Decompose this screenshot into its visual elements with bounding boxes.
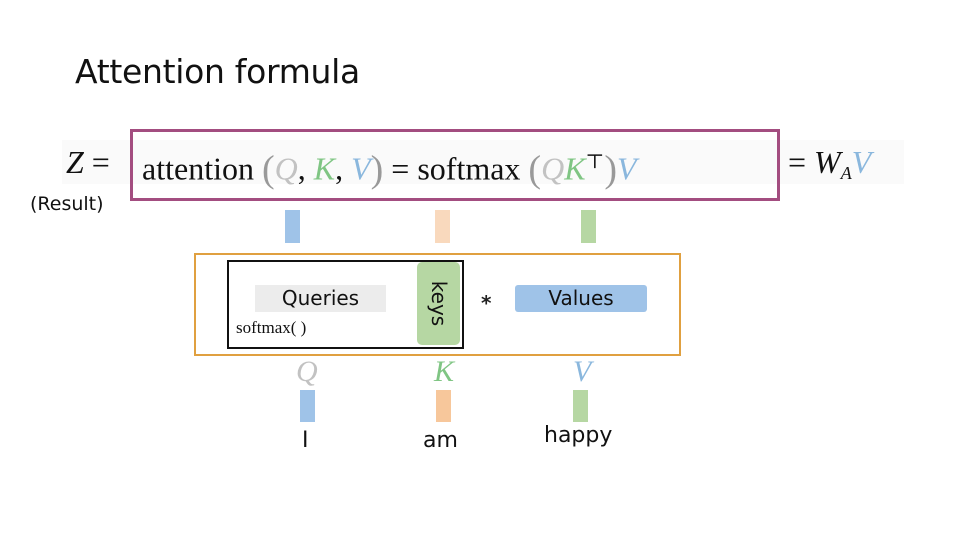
attention-formula: attention (Q, K, V) = softmax (QK⊤)V: [142, 148, 637, 191]
z-symbol: Z: [66, 144, 84, 180]
word-am: am: [423, 428, 458, 453]
k-letter: K: [434, 355, 455, 388]
keys-label: keys: [427, 280, 451, 327]
softmax-word: softmax: [417, 150, 521, 187]
equals-sign: =: [91, 144, 110, 180]
v-letter: V: [573, 355, 592, 388]
word-happy: happy: [544, 423, 613, 448]
attention-highlight-box: [130, 129, 780, 201]
softmax-box: [227, 260, 464, 349]
multiply-symbol: *: [481, 291, 492, 315]
w-subscript: A: [840, 163, 852, 183]
formula-background: [62, 140, 904, 184]
softmax-label: softmax( ): [236, 318, 307, 337]
formula-weights: = WAV: [788, 140, 871, 195]
lower-bar-happy: [573, 390, 588, 422]
word-i: I: [302, 428, 309, 453]
v-symbol: V: [617, 150, 637, 187]
upper-bar-q: [285, 210, 300, 243]
values-label: Values: [515, 285, 647, 312]
attention-computation-box: [194, 253, 681, 356]
q-letter: Q: [296, 355, 318, 388]
lower-bar-am: [436, 390, 451, 422]
q-symbol: Q: [274, 150, 298, 187]
result-label: (Result): [30, 193, 104, 215]
upper-bar-v: [581, 210, 596, 243]
w-symbol: W: [814, 144, 841, 180]
page-title: Attention formula: [75, 52, 360, 91]
keys-block: keys: [417, 262, 460, 345]
v-symbol: V: [851, 144, 872, 180]
equals-sign: =: [788, 144, 807, 180]
attention-word: attention: [142, 150, 254, 187]
queries-label: Queries: [255, 285, 386, 312]
formula-result: Z =: [66, 140, 110, 184]
equals-sign: =: [391, 150, 410, 187]
q-symbol: Q: [541, 150, 565, 187]
v-symbol: V: [351, 150, 371, 187]
upper-bar-k: [435, 210, 450, 243]
k-symbol: K: [564, 150, 586, 187]
k-symbol: K: [313, 150, 336, 187]
lower-bar-i: [300, 390, 315, 422]
transpose-symbol: ⊤: [585, 151, 605, 173]
